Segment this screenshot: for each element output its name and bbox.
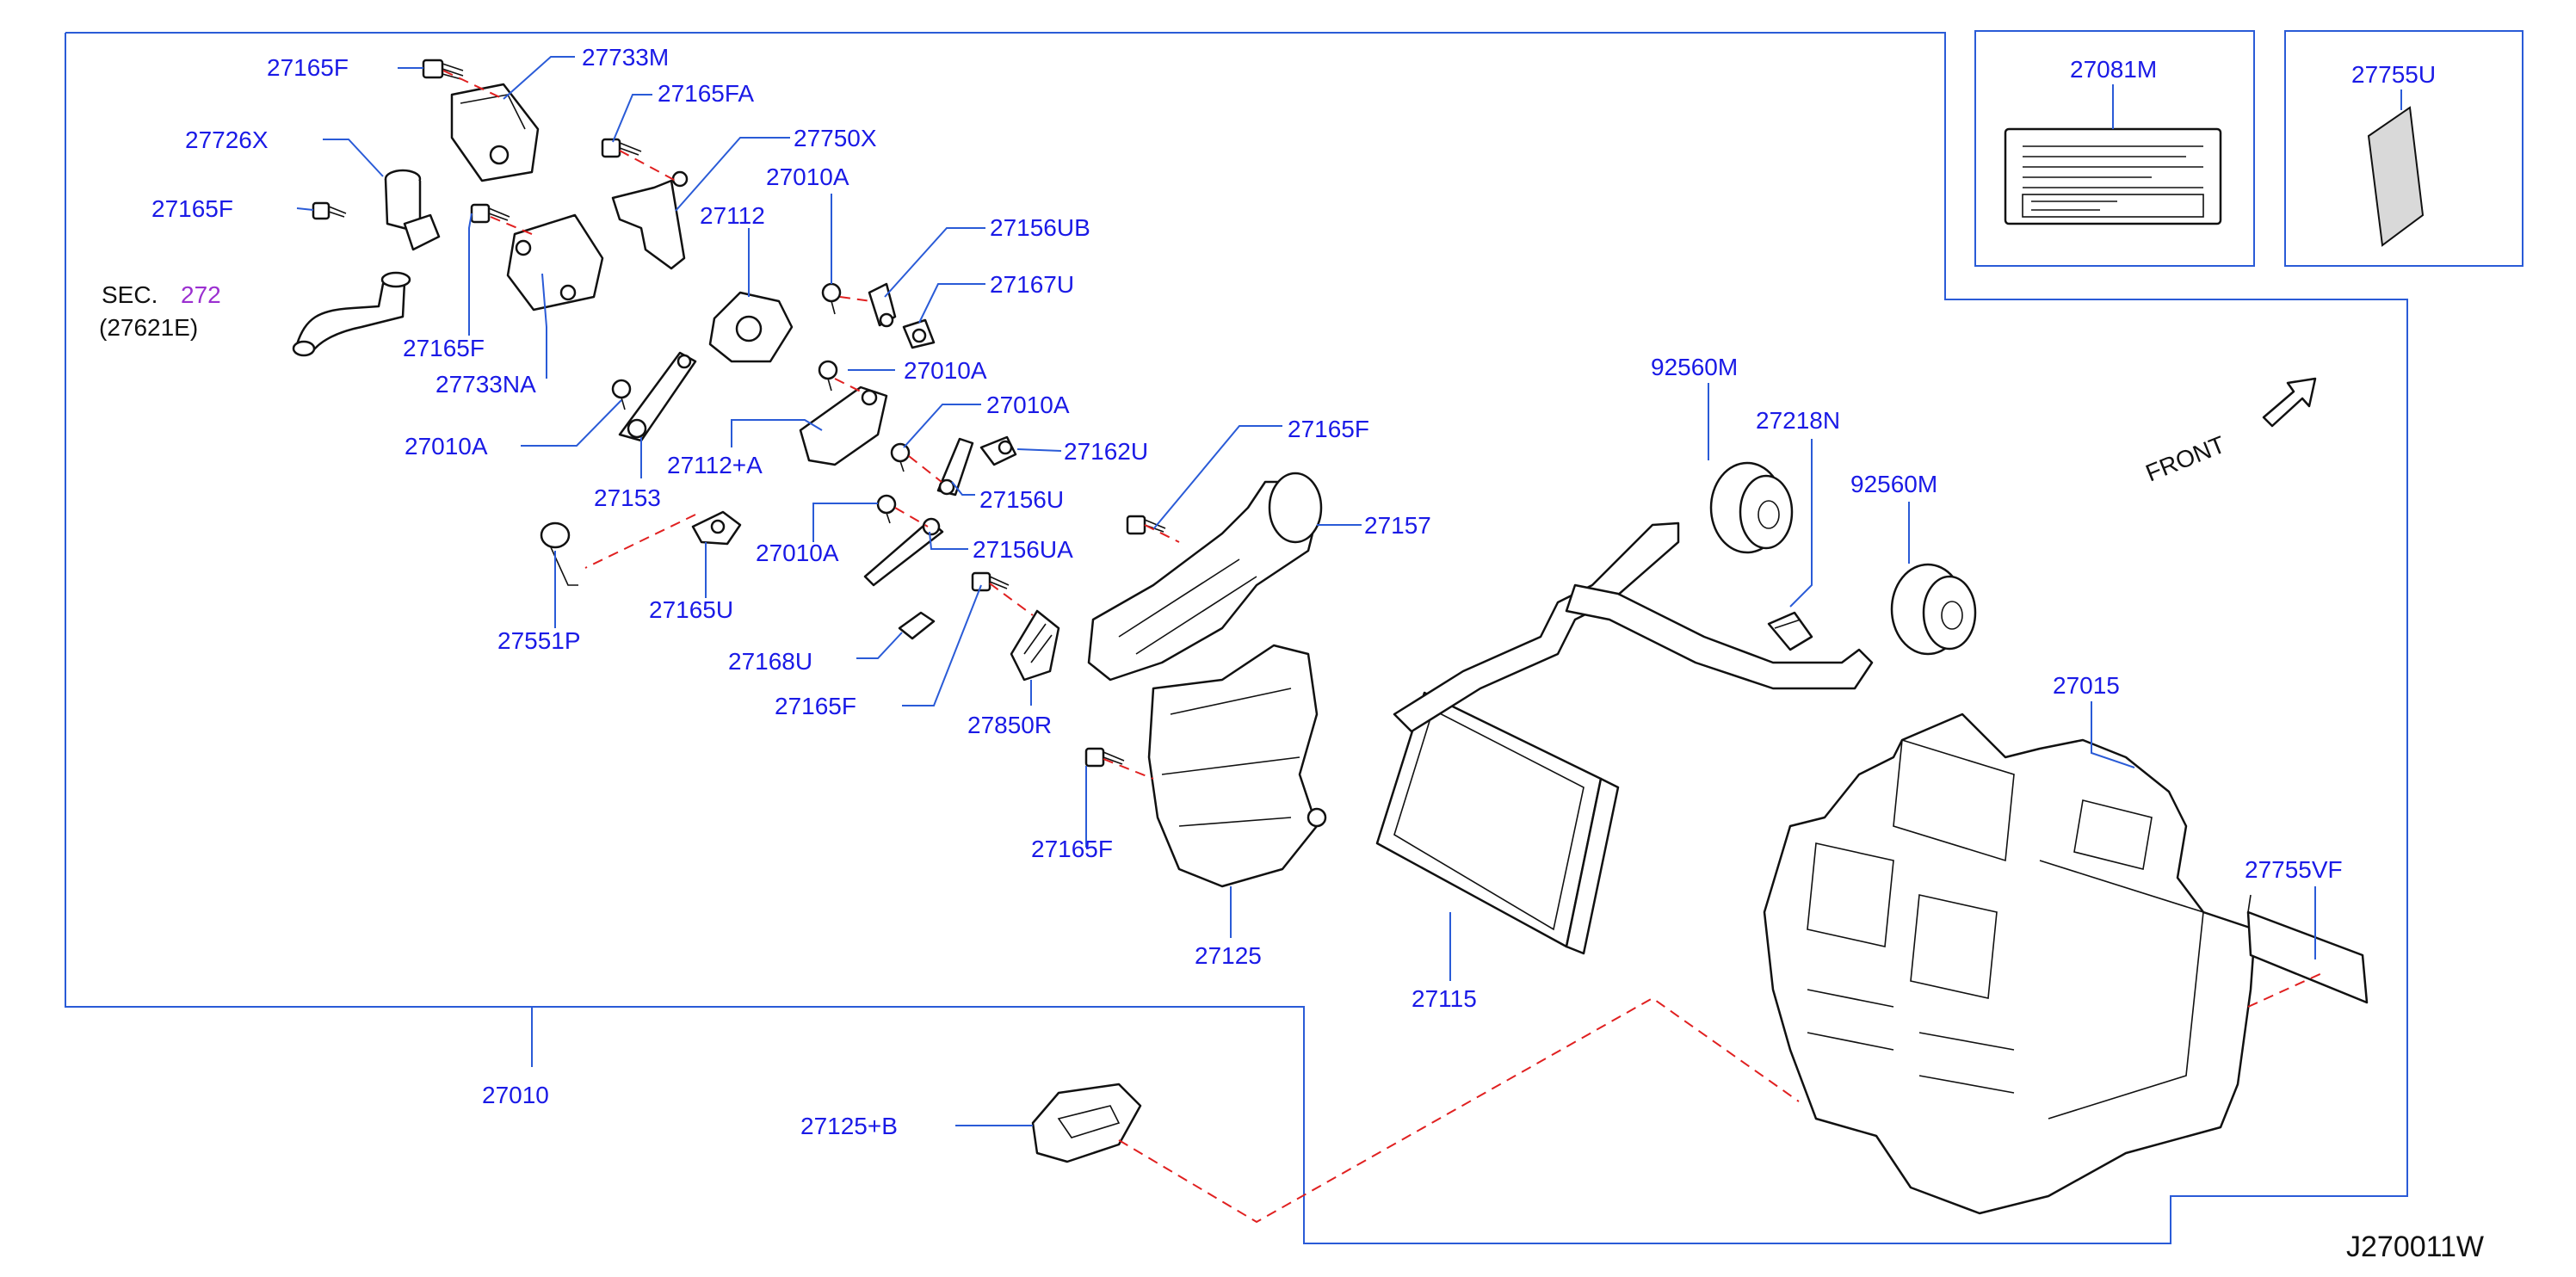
label-27621E: (27621E) [99, 314, 198, 341]
lever-27156UB-icon [868, 282, 897, 328]
label-sec-272: 272 [181, 281, 221, 308]
label-27010A-b: 27010A [904, 357, 987, 384]
label-27165F-a: 27165F [267, 54, 349, 81]
actuator-27733NA-icon [506, 213, 604, 312]
label-27165F-e: 27165F [775, 693, 856, 719]
label-27165F-f: 27165F [1031, 836, 1113, 862]
label-27010A-a: 27010A [766, 163, 849, 190]
label-27010A-d: 27010A [986, 392, 1070, 418]
sheet-inset-box [2284, 30, 2523, 267]
label-27733M: 27733M [582, 44, 669, 71]
label-27733NA: 27733NA [436, 371, 536, 398]
sheet-27755VF-icon [2246, 894, 2369, 1004]
part-27168U-icon [898, 611, 936, 640]
label-27755U: 27755U [2351, 61, 2436, 88]
label-front: FRONT [2142, 431, 2229, 487]
hose-sec272-icon [292, 271, 411, 357]
label-27010: 27010 [482, 1082, 549, 1108]
clip-27010A-d-icon [890, 442, 911, 472]
filter-27850R-icon [1010, 609, 1060, 682]
grommet-92560M-a-icon [1709, 461, 1794, 554]
label-27218N: 27218N [1756, 407, 1840, 434]
part-27162U-icon [979, 435, 1017, 466]
label-27081M: 27081M [2070, 56, 2157, 83]
label-27165U: 27165U [649, 596, 733, 623]
label-27162U: 27162U [1064, 438, 1148, 465]
clip-27010A-c-icon [818, 360, 838, 392]
label-sec: SEC. [102, 281, 158, 308]
label-27112A: 27112+A [667, 452, 763, 478]
duct-27157-icon [1087, 472, 1323, 682]
label-27726X: 27726X [185, 126, 269, 153]
label-27156UB: 27156UB [990, 214, 1090, 241]
label-92560M-b: 92560M [1850, 471, 1937, 497]
sheet-27755U-icon [2367, 106, 2425, 247]
label-27156U: 27156U [979, 486, 1064, 513]
screw-27165F-c-icon [470, 203, 510, 224]
label-27115: 27115 [1412, 985, 1477, 1012]
housing-27125-icon [1147, 644, 1327, 888]
front-arrow-icon [2262, 377, 2317, 428]
leader-lines [296, 56, 2402, 1126]
screw-27165F-f-icon [1084, 747, 1125, 768]
label-27750X: 27750X [794, 125, 877, 151]
lever-27156U-icon [936, 437, 974, 497]
label-27165F-d: 27165F [1288, 416, 1369, 442]
label-27755VF: 27755VF [2245, 856, 2343, 883]
label-27850R: 27850R [967, 712, 1052, 738]
heater-core-27115-icon [1375, 691, 1620, 955]
label-27015: 27015 [2053, 672, 2120, 699]
label-27551P: 27551P [497, 627, 581, 654]
label-27153: 27153 [594, 484, 661, 511]
label-27010A-c: 27010A [405, 433, 488, 460]
label-27112: 27112 [700, 202, 765, 229]
diagram-code: J270011W [2346, 1231, 2484, 1263]
label-27168U: 27168U [728, 648, 812, 675]
lever-27153-icon [618, 351, 697, 442]
clip-27010A-a-icon [821, 282, 842, 315]
heater-pipe-icon [1393, 521, 1874, 733]
assembly-frame [65, 32, 2408, 1244]
grommet-92560M-b-icon [1890, 563, 1977, 656]
label-27157: 27157 [1364, 512, 1431, 539]
label-27156UA: 27156UA [973, 536, 1073, 563]
label-27010A-e: 27010A [756, 540, 839, 566]
link-27112A-icon [799, 386, 888, 466]
screw-27165FA-icon [601, 138, 642, 158]
label-27125B: 27125+B [800, 1113, 898, 1139]
screw-27165F-b-icon [312, 201, 347, 220]
screw-27165F-a-icon [422, 59, 464, 80]
clip-27010A-b-icon [611, 379, 632, 410]
screw-27165F-d-icon [971, 571, 1010, 592]
label-27165FA: 27165FA [658, 80, 754, 107]
label-27167U: 27167U [990, 271, 1074, 298]
bracket-27750X-icon [611, 170, 689, 270]
label-92560M-a: 92560M [1651, 354, 1738, 380]
clip-27165U-icon [691, 510, 742, 546]
connector-27726X-icon [384, 169, 441, 251]
link-27112-icon [708, 291, 794, 363]
actuator-27733M-icon [450, 83, 540, 182]
spring-27551P-icon [540, 521, 578, 586]
label-27165F-b: 27165F [151, 195, 233, 222]
part-27167U-icon [902, 318, 936, 349]
part-27125B-icon [1031, 1083, 1142, 1163]
label-inset-box [1974, 30, 2255, 267]
heater-unit-27015-icon [1763, 713, 2257, 1215]
caution-label-27081M-icon [2004, 127, 2222, 225]
assembly-links [442, 70, 2325, 1224]
lever-27156UA-icon [863, 517, 944, 587]
label-27165F-c: 27165F [403, 335, 485, 361]
clip-27010A-e-icon [876, 494, 897, 524]
label-27125: 27125 [1195, 942, 1262, 969]
clip-27218N-icon [1767, 611, 1813, 651]
